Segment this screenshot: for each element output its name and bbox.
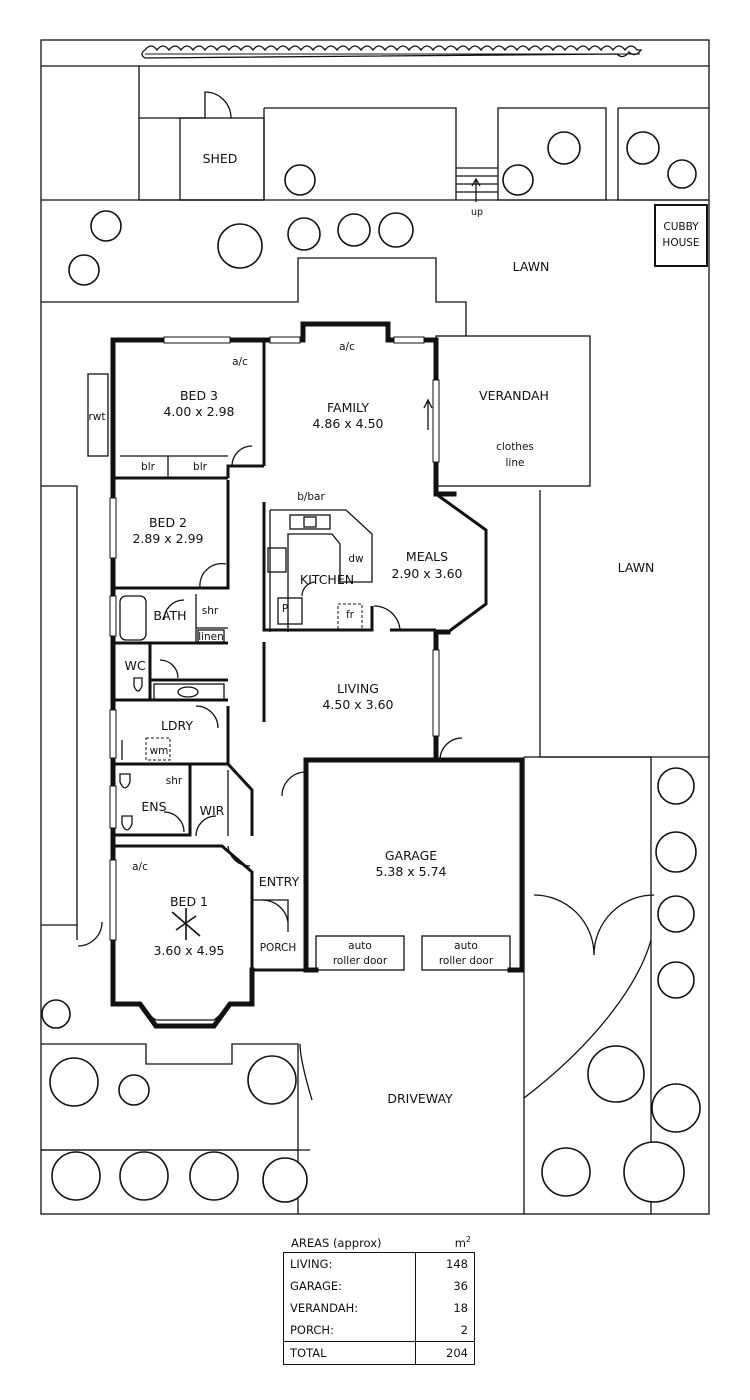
living-size: 4.50 x 3.60	[322, 697, 393, 712]
up-label: up	[471, 207, 483, 218]
living-name: LIVING	[337, 681, 379, 696]
doors	[77, 445, 655, 1099]
shr-bath-label: shr	[202, 605, 219, 617]
rwt-label: rwt	[88, 411, 105, 423]
areas-header: AREAS (approx) m2	[283, 1228, 475, 1252]
ac-bed1: a/c	[132, 861, 148, 873]
shr-ens-label: shr	[166, 775, 183, 787]
wc-label: WC	[124, 658, 145, 673]
linen-box	[197, 629, 225, 643]
ac-family: a/c	[339, 341, 355, 353]
cubby-label-1: CUBBY	[663, 221, 699, 233]
areas-rows: LIVING:148 GARAGE:36 VERANDAH:18 PORCH:2…	[283, 1252, 475, 1365]
bathtub	[119, 595, 147, 641]
table-row: PORCH:2	[284, 1319, 475, 1342]
cubby-label-2: HOUSE	[662, 237, 699, 249]
garage-doors	[315, 935, 511, 971]
auto-label-2: auto	[454, 940, 478, 952]
table-row: GARAGE:36	[284, 1275, 475, 1297]
trees	[41, 131, 701, 1203]
pantry-label: P	[282, 603, 288, 615]
backyard	[41, 65, 709, 202]
windows	[109, 336, 440, 941]
shed-label: SHED	[203, 151, 238, 166]
clothes-line-1: clothes	[496, 441, 534, 453]
fridge-label: fr	[346, 609, 355, 621]
table-row: VERANDAH:18	[284, 1297, 475, 1319]
areas-unit: m2	[454, 1235, 471, 1250]
roller-door-2: roller door	[439, 955, 494, 967]
ldry-label: LDRY	[161, 718, 193, 733]
linen-label: linen	[198, 631, 224, 643]
bed3-name: BED 3	[180, 388, 218, 403]
ens-label: ENS	[141, 799, 166, 814]
kitchen-bench	[267, 509, 373, 632]
meals-size: 2.90 x 3.60	[391, 566, 462, 581]
blr-1: blr	[141, 461, 156, 473]
areas-title: AREAS (approx)	[291, 1236, 382, 1250]
meals-name: MEALS	[406, 549, 448, 564]
lawn-boundary	[41, 257, 467, 336]
shed	[179, 91, 265, 201]
ceiling-fan	[171, 908, 201, 940]
property-boundary	[40, 39, 710, 1215]
rainwater-tank	[87, 373, 109, 457]
bed1-name: BED 1	[170, 894, 208, 909]
cubby-house	[654, 204, 708, 267]
washing-machine	[145, 737, 171, 761]
roller-door-1: roller door	[333, 955, 388, 967]
clothes-line-2: line	[506, 457, 525, 469]
wir-label: WIR	[200, 803, 225, 818]
family-name: FAMILY	[327, 400, 369, 415]
garage-size: 5.38 x 5.74	[375, 864, 446, 879]
house-walls	[110, 321, 525, 1029]
entry-label: ENTRY	[259, 874, 300, 889]
auto-label-1: auto	[348, 940, 372, 952]
family-size: 4.86 x 4.50	[312, 416, 383, 431]
verandah-label: VERANDAH	[479, 388, 549, 403]
bath-label: BATH	[153, 608, 186, 623]
ac-bed3: a/c	[232, 356, 248, 368]
porch-label: PORCH	[260, 942, 297, 954]
wm-label: wm	[150, 745, 169, 757]
lawn-side-label: LAWN	[618, 560, 655, 575]
lawn-top-label: LAWN	[513, 259, 550, 274]
areas-table: AREAS (approx) m2 LIVING:148 GARAGE:36 V…	[283, 1228, 475, 1365]
table-row: LIVING:148	[284, 1252, 475, 1275]
interior-walls	[113, 340, 436, 970]
blr-2: blr	[193, 461, 208, 473]
hedge	[141, 45, 643, 59]
garage-name: GARAGE	[385, 848, 437, 863]
dw-label: dw	[348, 553, 364, 565]
bbar-label: b/bar	[297, 491, 325, 503]
bed3-size: 4.00 x 2.98	[163, 404, 234, 419]
driveway-label: DRIVEWAY	[387, 1091, 453, 1106]
bed1-size: 3.60 x 4.95	[153, 943, 224, 958]
bed2-name: BED 2	[149, 515, 187, 530]
kitchen-label: KITCHEN	[300, 572, 354, 587]
bed2-size: 2.89 x 2.99	[132, 531, 203, 546]
